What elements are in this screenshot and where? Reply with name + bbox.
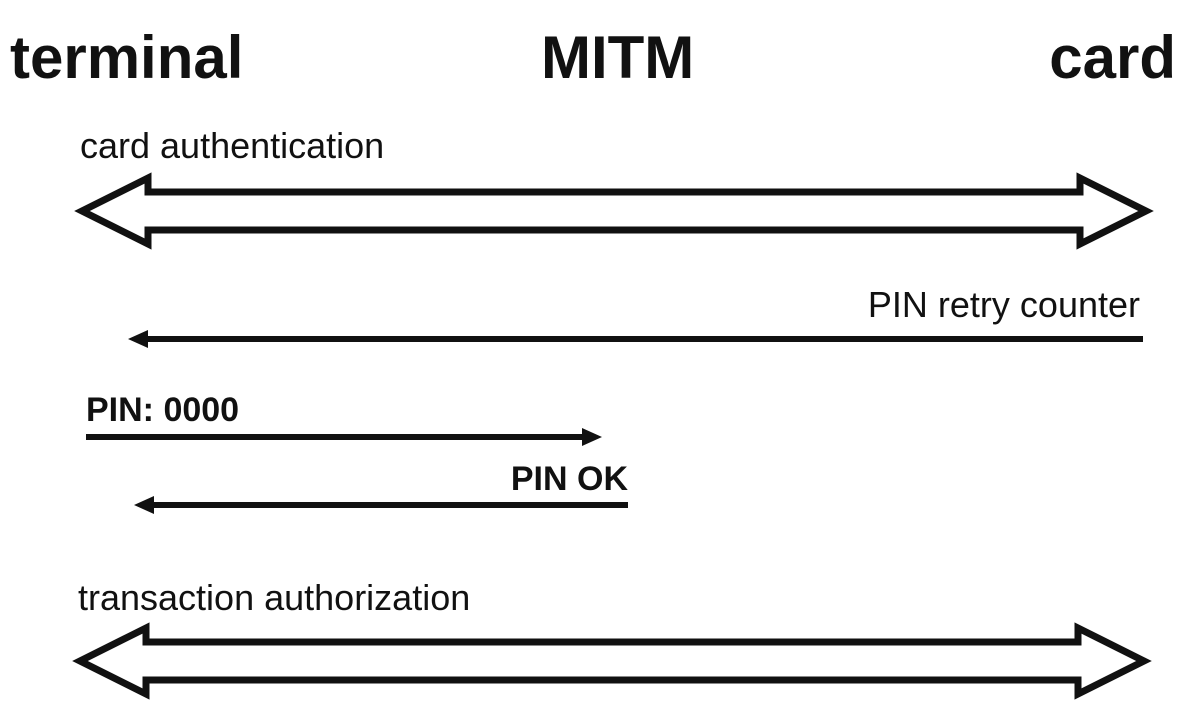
- arrow-transaction-authorization: [72, 622, 1152, 700]
- message-label-pin-0000: PIN: 0000: [86, 391, 240, 429]
- arrowhead-pin-0000: [582, 428, 602, 446]
- actor-terminal: terminal: [10, 24, 244, 91]
- arrow-card-authentication: [74, 172, 1154, 250]
- message-label-transaction-authorization: transaction authorization: [78, 577, 471, 618]
- actor-card: card: [1049, 24, 1176, 91]
- arrowhead-pin-ok: [134, 496, 154, 514]
- message-label-card-authentication: card authentication: [80, 125, 385, 166]
- actor-mitm: MITM: [541, 24, 695, 91]
- message-label-pin-retry-counter: PIN retry counter: [867, 284, 1140, 325]
- message-label-pin-ok: PIN OK: [510, 460, 628, 498]
- arrowhead-pin-retry-counter: [128, 330, 148, 348]
